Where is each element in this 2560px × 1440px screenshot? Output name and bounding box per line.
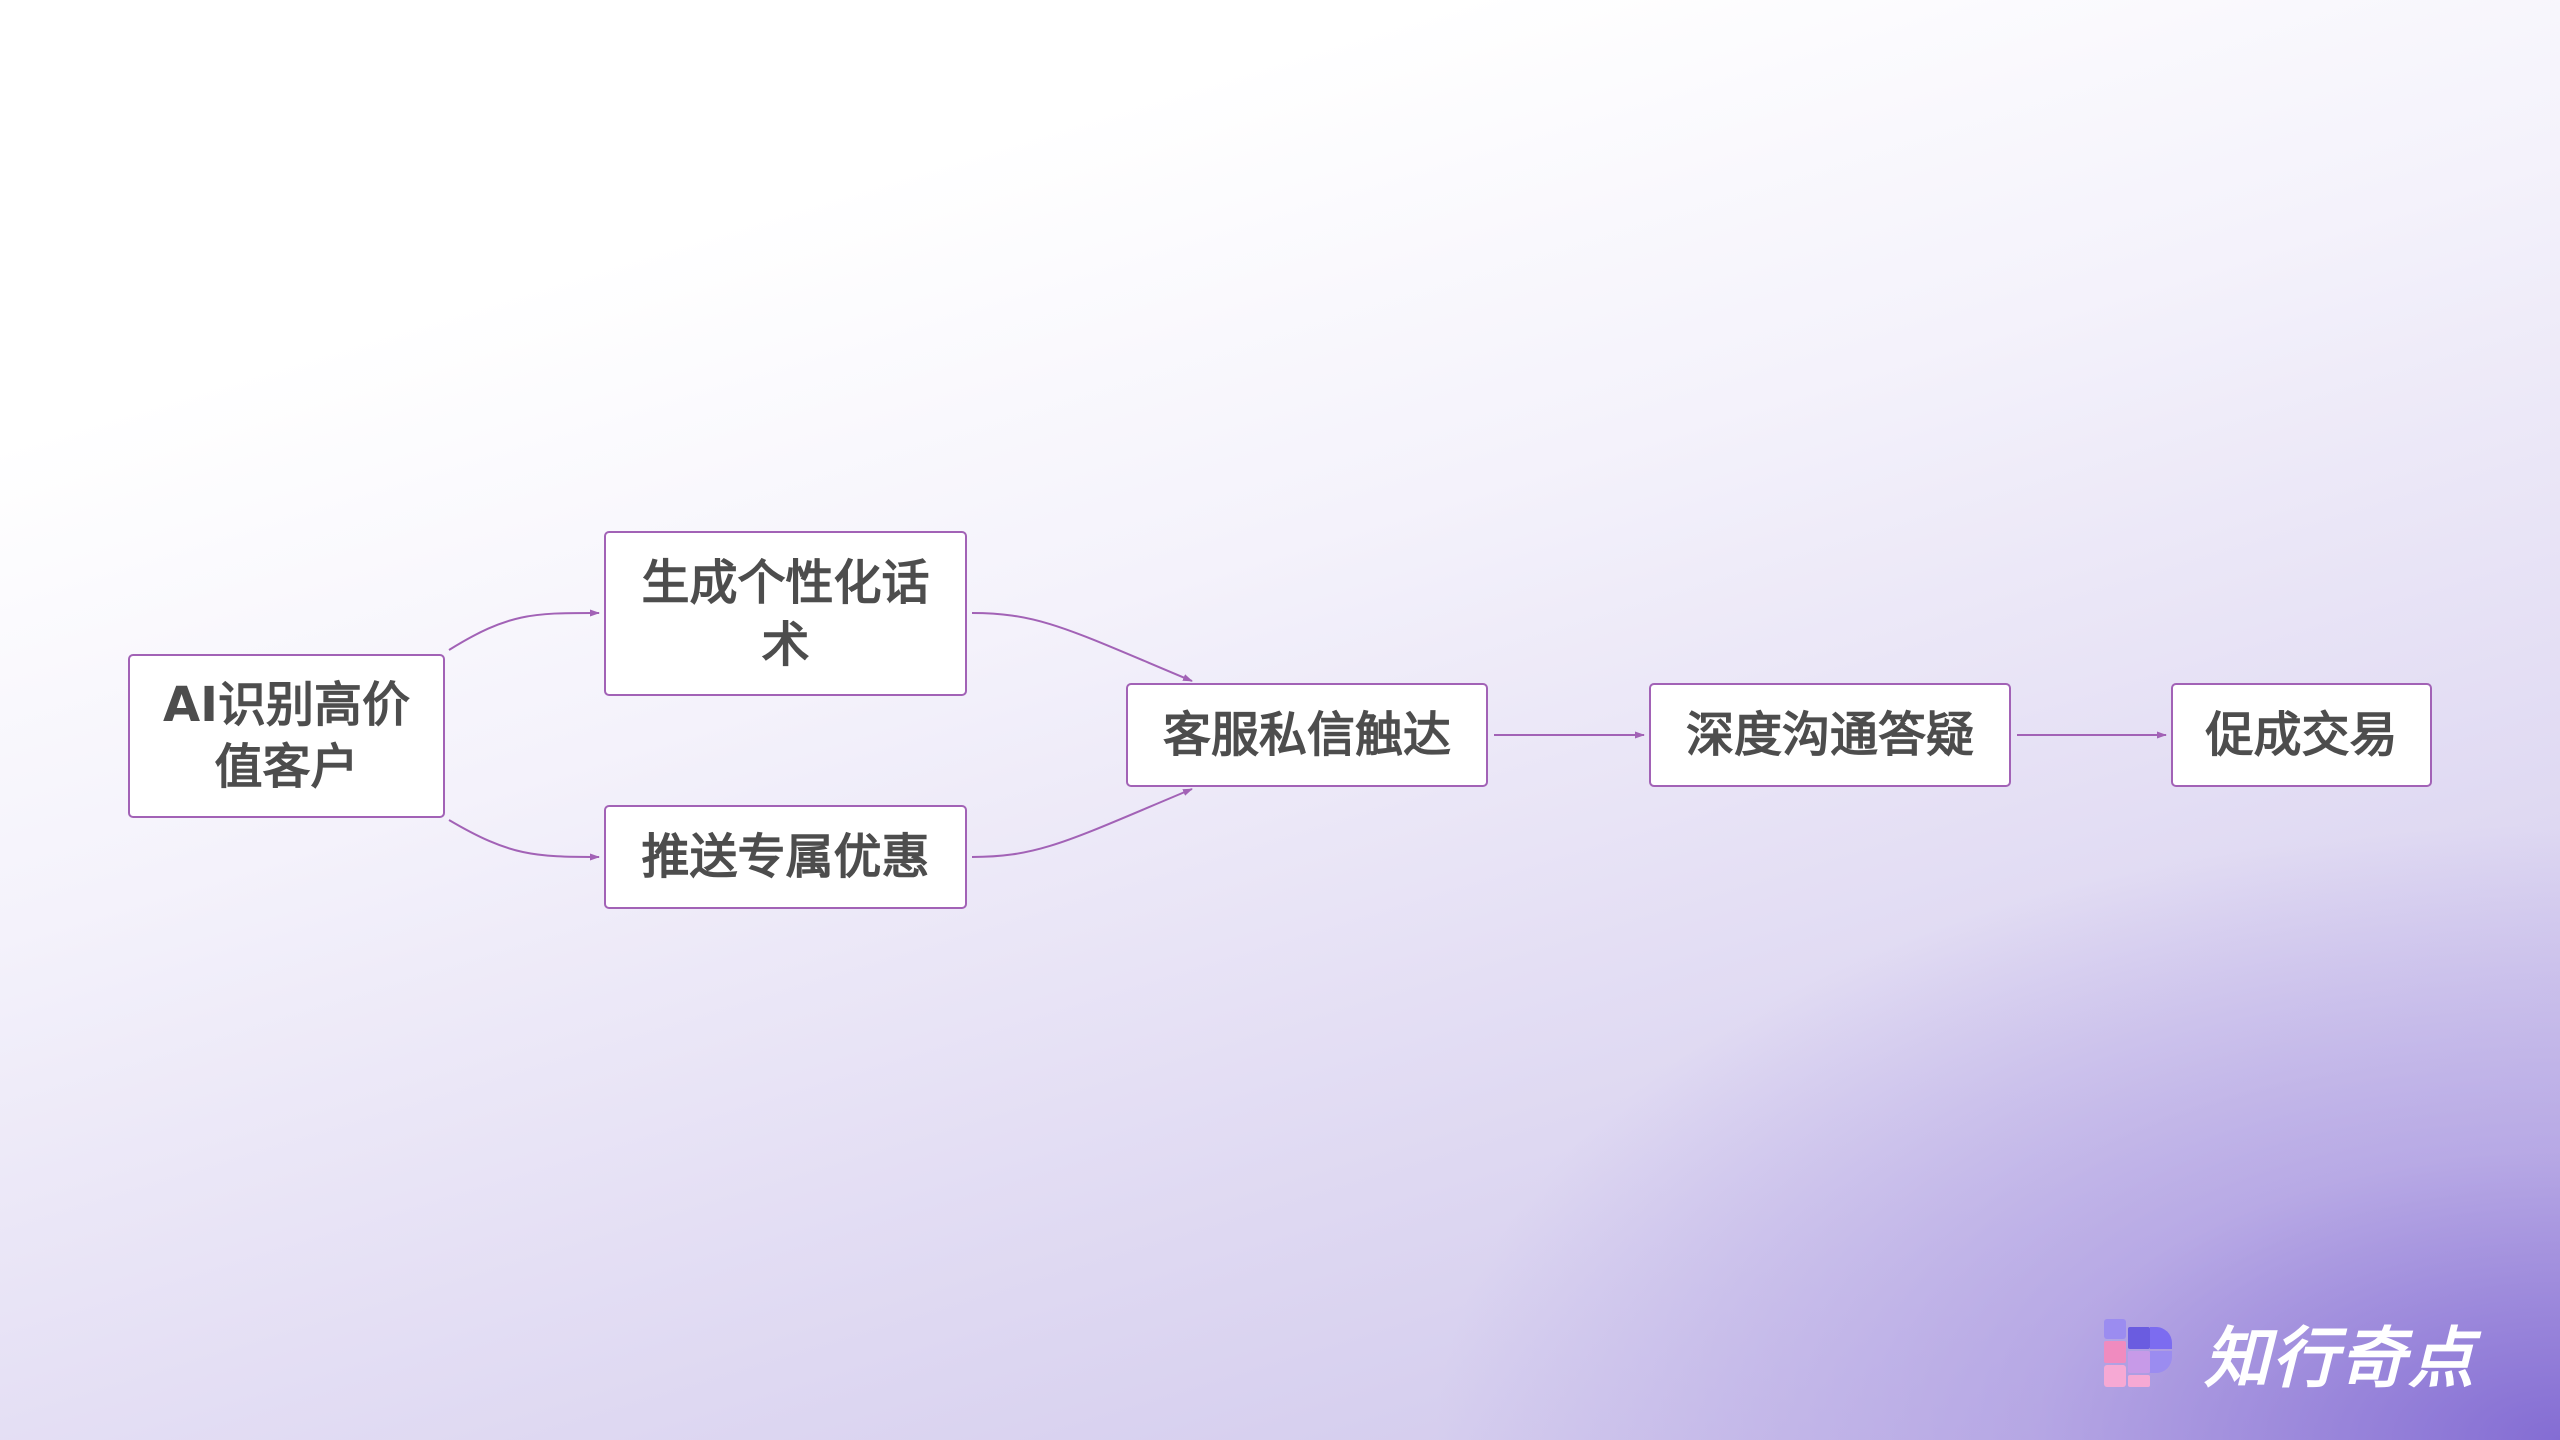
node-label: AI识别高价 值客户 — [162, 677, 410, 795]
brand-logo: 知行奇点 — [2102, 1313, 2476, 1397]
edge-n1-n2 — [448, 609, 600, 651]
edge-n2-n4 — [971, 612, 1193, 682]
node-generate-personalized-script: 生成个性化话 术 — [604, 531, 967, 696]
node-push-exclusive-offer: 推送专属优惠 — [604, 805, 967, 909]
node-label: 深度沟通答疑 — [1685, 707, 1974, 763]
node-label: 生成个性化话 术 — [641, 554, 930, 673]
node-label: 推送专属优惠 — [641, 829, 930, 885]
node-identify-high-value-customers: AI识别高价 值客户 — [128, 654, 445, 818]
logo-squares-icon — [2102, 1317, 2174, 1389]
logo-text: 知行奇点 — [2204, 1320, 2476, 1397]
node-label: 客服私信触达 — [1162, 707, 1451, 763]
node-in-depth-qa: 深度沟通答疑 — [1649, 683, 2011, 787]
edge-n3-n4 — [971, 788, 1193, 858]
node-customer-service-dm: 客服私信触达 — [1126, 683, 1488, 787]
edge-n1-n3 — [448, 819, 600, 861]
node-label: 促成交易 — [2205, 707, 2398, 763]
node-close-deal: 促成交易 — [2171, 683, 2432, 787]
